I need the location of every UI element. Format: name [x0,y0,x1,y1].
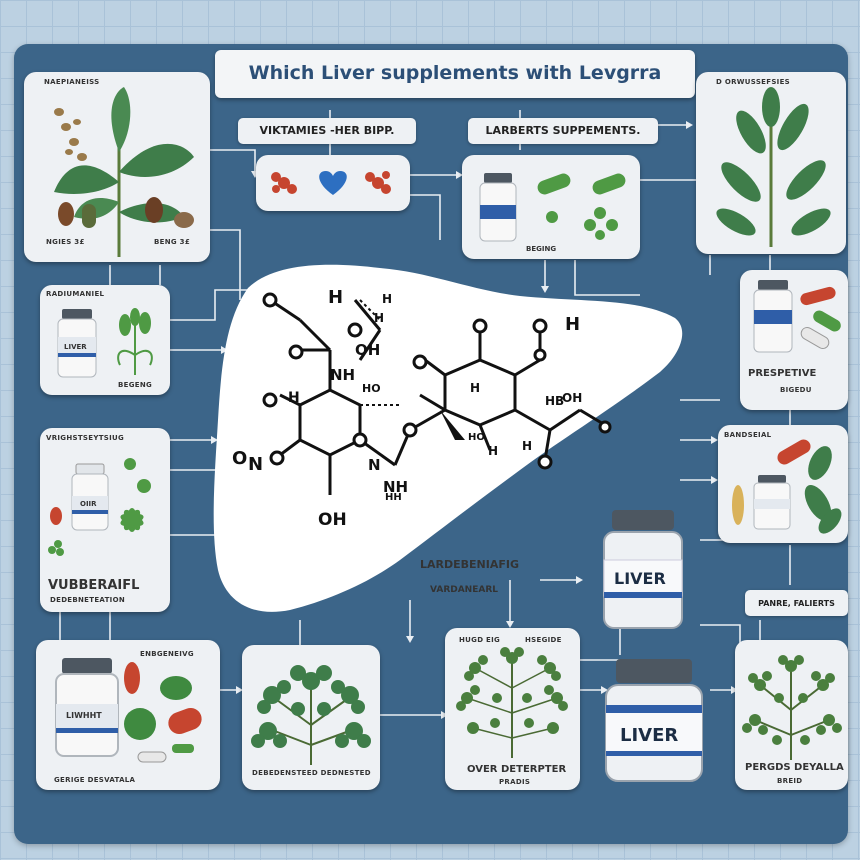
svg-text:H: H [522,439,532,453]
svg-text:LIVER: LIVER [64,343,87,351]
leaf-icon [804,446,842,534]
subtitle-right: LARBERTS SUPPEMENTS. [468,118,658,144]
pill-cross-icon [365,171,391,194]
green-capsule-icon [813,310,841,332]
svg-text:OH: OH [355,341,380,359]
sprout-icon [117,308,153,375]
card-bottle-pills: ENBGENEIVG LIWHHT GERIGE DESVATALA [36,640,220,790]
red-pill-icon [50,507,62,525]
svg-text:LIWHHT: LIWHHT [66,711,102,720]
herb-sprig-icon [716,87,831,247]
card-capsules: BEGING [462,155,640,259]
svg-text:H: H [374,311,384,325]
card-fern-plant: HUGD EIG HSEGIDE OVER DETERPTER PRADIS [445,628,580,790]
bottle-icon [57,309,97,378]
svg-text:O: O [232,448,247,469]
liver-caption: LARDEBENIAFIG [420,558,519,571]
card-bandseial: BANDSEIAL [718,425,848,543]
svg-text:H: H [328,287,343,308]
svg-text:H: H [288,390,300,406]
card-herb-bush: PERGDS DEYALLA BREID [735,640,848,790]
card-oil-bottle: VRIGHSTSEYTSIUG OIIR VUBBERAIFL DEDEBNET… [40,428,170,612]
bottle-icon [71,463,109,531]
page-title: Which Liver supplements with Levgrra [248,62,662,84]
svg-text:H: H [382,292,392,306]
fern-plant-icon [456,647,568,758]
red-drop-icon [124,662,140,694]
svg-text:HO: HO [362,382,381,395]
card-liver-bottle-small: RADIUMANIEL LIVER BEGENG [40,285,170,395]
green-berry-icon [124,458,136,470]
green-berry-icon [546,211,558,223]
svg-text:H: H [470,381,480,395]
svg-text:N: N [368,456,381,474]
green-tablet-icon [124,708,156,740]
note-panre: PANRE, FALIERTS [745,590,848,616]
subtitle-left: VIKTAMIES -HER BIPP. [238,118,416,144]
bottle-icon [55,658,119,757]
svg-text:OH: OH [562,391,582,405]
svg-text:HO: HO [468,432,485,443]
title-banner: Which Liver supplements with Levgrra [215,50,695,98]
svg-text:LIVER: LIVER [620,725,678,746]
svg-text:H: H [565,314,580,335]
card-herb-sprig: D ORWUSSEFSIES [696,72,846,254]
svg-text:BEGING: BEGING [526,245,556,253]
bottle-icon [479,173,517,242]
bottle-icon [753,280,793,353]
herb-bush-icon [742,655,842,760]
card-leafy-plant: DEBEDENSTEED DEDNESTED [242,645,380,790]
card-vitamin-icons [256,155,410,211]
red-capsule-icon [777,439,811,465]
red-tablet-icon [168,707,202,735]
svg-text:OH: OH [318,510,347,530]
herb-plant-icon [54,87,194,257]
red-capsule-icon [800,286,836,306]
leaf-star-icon [120,508,144,532]
liver-supplement-bottle: LIVER [603,510,683,629]
capsule-icon [537,173,571,195]
green-pill-icon [160,676,192,700]
svg-text:LIVER: LIVER [614,569,666,588]
svg-text:NH: NH [330,366,355,384]
liver-supplement-bottle-large: LIVER [605,659,703,782]
svg-text:H: H [488,444,498,458]
pill-cross-icon [271,172,297,194]
svg-text:N: N [248,454,263,475]
card-herb-seeds: NAEPIANEISS NGIES 3£ BENG 3£ [24,72,210,262]
leafy-plant-icon [251,665,371,765]
svg-text:OIIR: OIIR [80,500,97,508]
liver-caption-2: VARDANEARL [430,585,498,595]
heart-icon [319,171,347,195]
svg-text:HB: HB [545,394,564,408]
svg-text:NH: NH [383,478,408,496]
svg-text:HH: HH [385,492,402,503]
card-capsules-prospective: PRESPETIVE BIGEDU [740,270,848,410]
bottle-icon [753,475,791,530]
yellow-capsule-icon [732,485,744,525]
capsule-icon [592,173,626,195]
